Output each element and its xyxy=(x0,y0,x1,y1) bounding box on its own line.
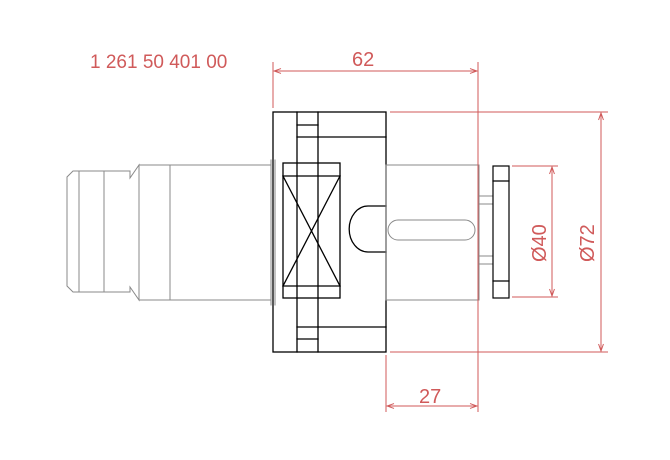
stub-section xyxy=(385,164,494,301)
dim-label-27: 27 xyxy=(419,386,441,408)
collar xyxy=(478,195,494,265)
dim-label-diameter-72: Ø72 xyxy=(577,224,599,262)
dim-label-62: 62 xyxy=(352,49,374,71)
nut xyxy=(492,165,510,299)
part-number: 1 261 50 401 00 xyxy=(90,52,227,73)
shank-section xyxy=(66,159,276,306)
key-pocket xyxy=(348,205,387,253)
tool-holder-part xyxy=(66,111,510,353)
key-slot xyxy=(387,219,476,241)
stub-body xyxy=(385,164,480,301)
dim-label-diameter-40: Ø40 xyxy=(529,224,551,262)
drive-block xyxy=(282,162,341,299)
flange-section xyxy=(272,111,387,353)
dimension-lines xyxy=(272,62,608,412)
flange-outline xyxy=(272,111,387,353)
shank-body xyxy=(138,164,272,301)
shank-nose xyxy=(66,163,140,302)
drive-block-cross xyxy=(282,175,341,287)
nut-body xyxy=(492,165,510,299)
